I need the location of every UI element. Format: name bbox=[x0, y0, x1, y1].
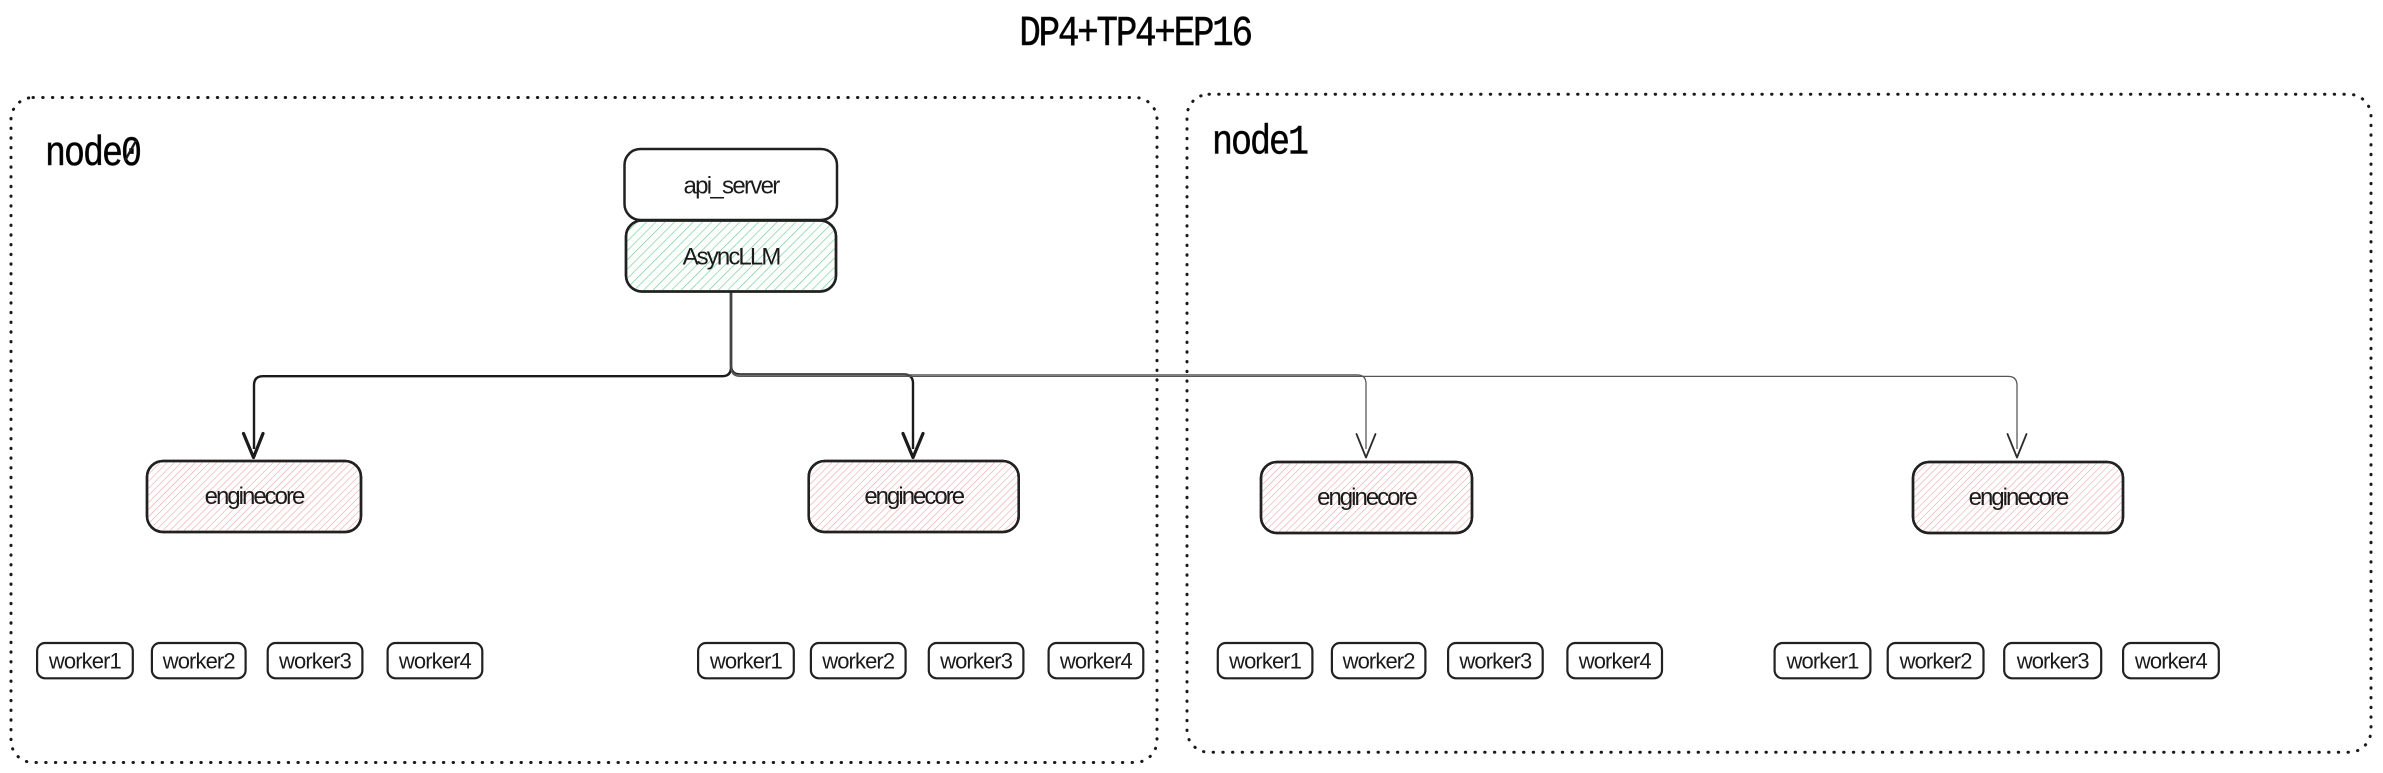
svg-text:enginecore: enginecore bbox=[205, 483, 305, 510]
svg-text:worker4: worker4 bbox=[398, 649, 472, 674]
svg-text:worker1: worker1 bbox=[48, 649, 122, 674]
svg-text:worker1: worker1 bbox=[1786, 649, 1860, 674]
svg-text:node1: node1 bbox=[1212, 120, 1308, 166]
svg-text:enginecore: enginecore bbox=[864, 483, 964, 510]
svg-text:worker2: worker2 bbox=[821, 649, 895, 674]
svg-text:worker2: worker2 bbox=[1342, 649, 1416, 674]
svg-text:worker4: worker4 bbox=[2134, 649, 2208, 674]
svg-text:AsyncLLM: AsyncLLM bbox=[683, 244, 781, 271]
svg-text:worker4: worker4 bbox=[1059, 649, 1133, 674]
svg-text:enginecore: enginecore bbox=[1317, 484, 1417, 511]
svg-text:worker3: worker3 bbox=[939, 649, 1013, 674]
svg-text:node0: node0 bbox=[45, 131, 140, 177]
svg-text:worker4: worker4 bbox=[1578, 649, 1652, 674]
svg-text:worker3: worker3 bbox=[1458, 649, 1532, 674]
svg-text:worker3: worker3 bbox=[2016, 649, 2090, 674]
svg-text:api_server: api_server bbox=[683, 173, 780, 200]
svg-text:DP4+TP4+EP16: DP4+TP4+EP16 bbox=[1019, 9, 1251, 58]
svg-text:worker1: worker1 bbox=[709, 649, 783, 674]
svg-text:worker3: worker3 bbox=[278, 649, 352, 674]
svg-text:worker2: worker2 bbox=[162, 649, 236, 674]
svg-text:enginecore: enginecore bbox=[1969, 484, 2069, 511]
svg-text:worker2: worker2 bbox=[1899, 649, 1973, 674]
svg-text:worker1: worker1 bbox=[1228, 649, 1302, 674]
